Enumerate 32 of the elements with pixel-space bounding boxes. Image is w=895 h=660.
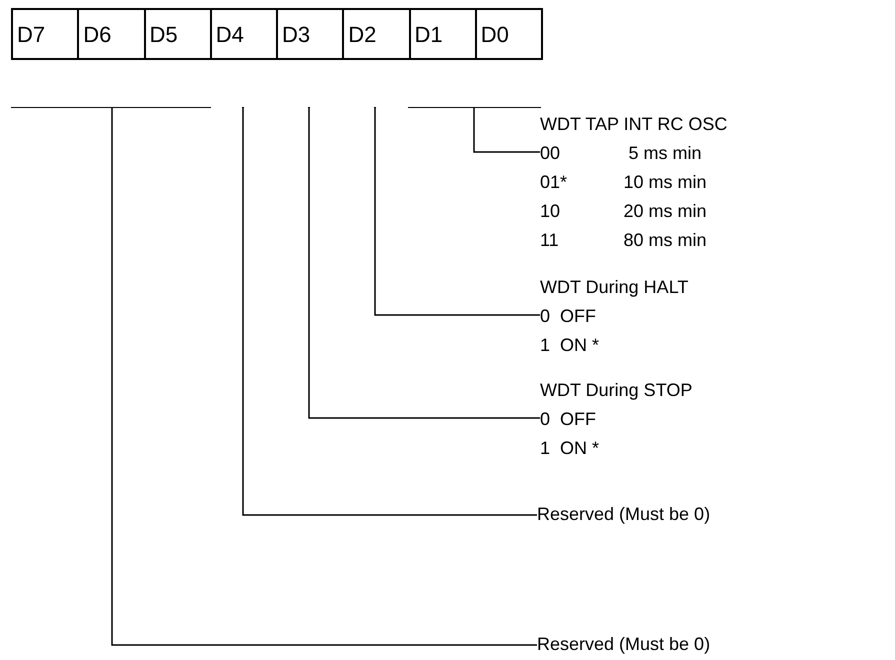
option-text: 1 ON * [540, 334, 600, 357]
bit-cell: D1 [408, 8, 477, 60]
option-value: 80 ms min [622, 229, 708, 252]
option-code: 00 [540, 142, 562, 165]
bit-cell: D2 [342, 8, 410, 60]
setting-note: Reserved (Must be 0) [537, 633, 710, 656]
option-value: 10 ms min [622, 171, 708, 194]
leader-line [242, 107, 537, 516]
option-value: 20 ms min [622, 200, 708, 223]
option-text: 0 OFF [540, 305, 598, 328]
leader-line [374, 107, 540, 316]
setting-note: Reserved (Must be 0) [537, 503, 710, 526]
bit-cell: D3 [276, 8, 344, 60]
bracket-line [11, 107, 211, 109]
bit-cell: D7 [11, 8, 80, 60]
setting-heading: WDT During STOP [540, 379, 692, 402]
bit-cell: D5 [144, 8, 212, 60]
option-code: 11 [540, 229, 560, 252]
setting-heading: WDT TAP INT RC OSC [540, 113, 728, 136]
bracket-line [408, 107, 541, 109]
option-text: 0 OFF [540, 408, 598, 431]
setting-heading: WDT During HALT [540, 276, 688, 299]
bit-cell: D0 [474, 8, 543, 60]
option-value: 5 ms min [627, 142, 702, 165]
bit-cell: D4 [210, 8, 278, 60]
leader-line [308, 107, 540, 419]
leader-line [473, 107, 540, 153]
leader-line [111, 107, 537, 646]
option-text: 1 ON * [540, 437, 600, 460]
option-code: 10 [540, 200, 562, 223]
bit-cell: D6 [77, 8, 146, 60]
option-code: 01* [540, 171, 568, 194]
